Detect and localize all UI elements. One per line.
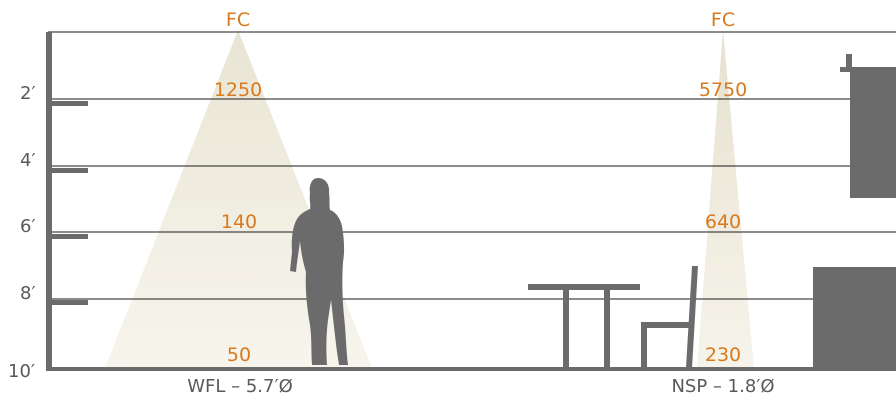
scale-tick-6ft [52, 234, 88, 239]
scale-label-6ft: 6′ [20, 216, 36, 237]
fixture-2-beam-label: NSP – 1.8′Ø [671, 376, 774, 397]
wall-cabinet [850, 68, 896, 198]
fixture-1-fc-header: FC [226, 9, 250, 31]
floor-line [46, 367, 896, 371]
table-leg-right [604, 290, 610, 368]
fixture-2-reading-10ft: 230 [705, 344, 741, 366]
scale-label-8ft: 8′ [20, 283, 36, 304]
scale-tick-4ft [52, 168, 88, 173]
scale-label-4ft: 4′ [20, 150, 36, 171]
fixture-2-fc-header: FC [711, 9, 735, 31]
person-silhouette [290, 178, 348, 365]
scale-label-2ft: 2′ [20, 83, 36, 104]
scale-label-10ft: 10′ [8, 361, 35, 382]
left-wall [46, 32, 52, 370]
fixture-2-reading-6ft: 640 [705, 211, 741, 233]
narrow-spot-beam [697, 30, 754, 368]
table-top [528, 284, 640, 290]
wide-flood-beam [105, 30, 372, 368]
fixture-1-reading-2ft: 1250 [214, 79, 262, 101]
chair-back [686, 266, 698, 368]
fixture-1-beam-label: WFL – 5.7′Ø [187, 376, 293, 397]
base-cabinet [813, 267, 896, 368]
chair-seat [641, 322, 691, 328]
cabinet-hook [846, 54, 852, 70]
fixture-1-reading-6ft: 140 [221, 211, 257, 233]
table-leg-left [563, 290, 569, 368]
scale-tick-8ft [52, 300, 88, 305]
scale-tick-2ft [52, 101, 88, 106]
chair-front-leg [641, 328, 647, 368]
fixture-2-reading-2ft: 5750 [699, 79, 747, 101]
fixture-1-reading-10ft: 50 [227, 344, 251, 366]
cabinet-top-trim [840, 67, 896, 72]
